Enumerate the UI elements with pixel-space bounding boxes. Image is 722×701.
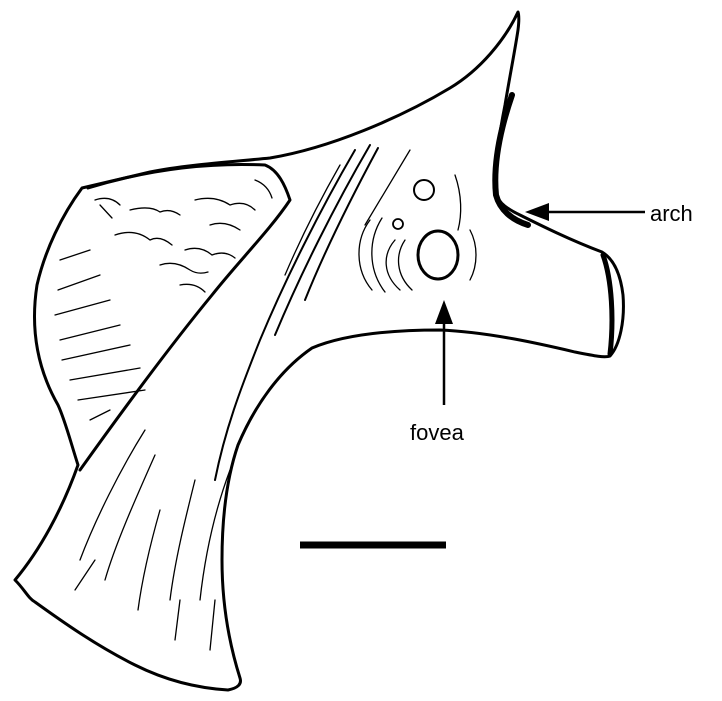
arch-arrow (525, 203, 645, 221)
plate-texture (55, 180, 272, 420)
bone-outline (15, 12, 623, 690)
fovea-pit (418, 231, 458, 279)
shaft-striations (75, 145, 410, 650)
small-foramen (414, 180, 434, 200)
tiny-foramen (393, 219, 403, 229)
arch-label: arch (650, 201, 693, 226)
fovea-region (359, 175, 476, 292)
fovea-label: fovea (410, 420, 465, 445)
fovea-arrow (435, 300, 453, 405)
